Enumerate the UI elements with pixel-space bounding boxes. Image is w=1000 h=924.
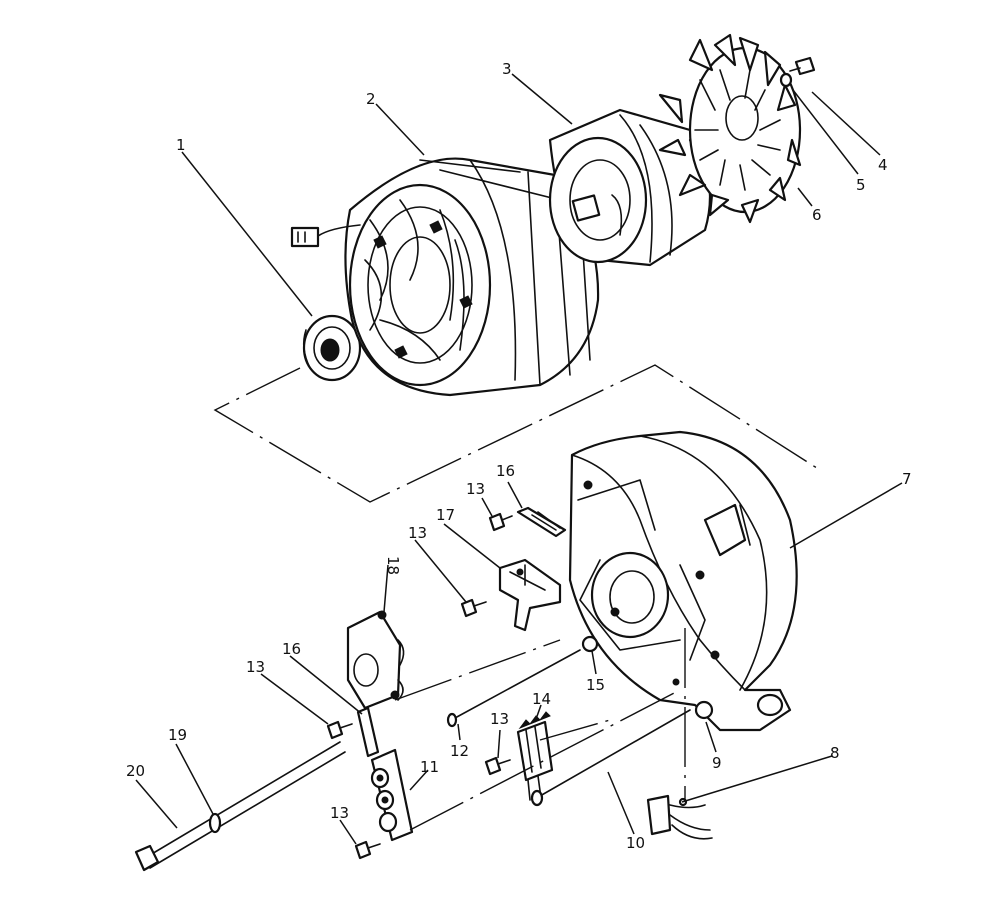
callout-11: 11 [420,758,439,776]
callout-8: 8 [830,744,840,762]
rectifier [346,610,405,710]
callout-12: 12 [450,742,469,760]
callout-9: 9 [712,754,722,772]
screw-13c [326,720,353,740]
callout-13-upper: 13 [466,480,485,498]
callout-14: 14 [532,690,551,708]
end-bell-housing [568,430,798,732]
through-bolt-10 [530,709,691,807]
leader-lines [135,73,903,845]
washer-9 [694,700,714,720]
terminal-strip-lower [356,706,380,758]
through-bolt-20 [134,741,346,872]
lock-washer [779,72,793,88]
callout-13-left: 13 [246,658,265,676]
callout-1: 1 [176,136,186,154]
fan-bolt [789,56,816,76]
terminal-strip-upper [516,506,567,538]
callout-3: 3 [502,60,512,78]
callout-7: 7 [902,470,912,488]
alignment-line-c [539,719,611,741]
alignment-line-b [409,689,681,831]
callout-10: 10 [626,834,645,852]
callout-4: 4 [878,156,888,174]
assembly-centerline [213,364,821,503]
callout-13-lower: 13 [330,804,349,822]
screw-13e [354,840,381,860]
screw-13d [484,756,511,776]
callout-15: 15 [586,676,605,694]
callout-20: 20 [126,762,145,780]
terminal-board [370,748,414,842]
alignment-line-a [394,639,561,701]
screw-13a [488,512,513,532]
callout-18: 18 [384,556,402,575]
callout-13-bracket: 13 [408,524,427,542]
washer-15 [581,635,599,653]
callout-19: 19 [168,726,187,744]
terminal-block [516,711,554,801]
brush-holder-bracket [498,558,562,632]
callout-16-upper: 16 [496,462,515,480]
callout-16-lower: 16 [282,640,301,658]
fan [658,33,802,224]
through-bolt-12 [446,649,581,728]
callout-6: 6 [812,206,822,224]
callout-17: 17 [436,506,455,524]
bearing [302,314,362,382]
stator [290,157,600,397]
callout-13-block: 13 [490,710,509,728]
washer-19 [208,812,222,834]
connector [646,794,713,840]
callout-5: 5 [856,176,866,194]
callout-2: 2 [366,90,376,108]
screw-13b [460,598,487,618]
